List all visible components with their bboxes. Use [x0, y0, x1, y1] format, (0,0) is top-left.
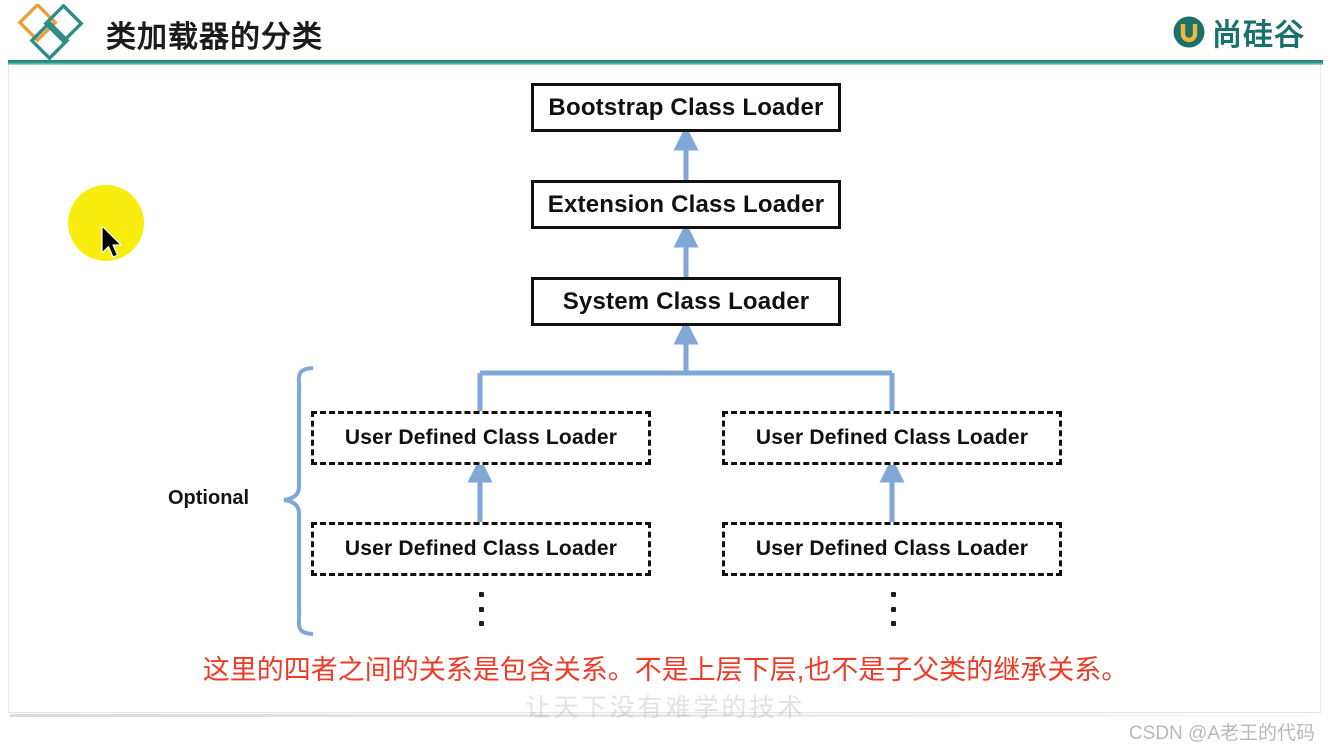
brand-name: 尚硅谷	[1212, 19, 1305, 52]
mouse-pointer-icon	[101, 225, 122, 258]
node-user-defined-class-loader[interactable]: User Defined Class Loader	[722, 411, 1062, 465]
caption-text: 这里的四者之间的关系是包含关系。不是上层下层,也不是子父类的继承关系。	[202, 655, 1129, 685]
slide-header: 类加载器的分类 尚硅谷	[0, 0, 1331, 65]
csdn-credit: CSDN @A老王的代码	[1128, 723, 1315, 744]
vertical-ellipsis-icon	[476, 592, 486, 626]
vertical-ellipsis-icon	[888, 592, 898, 626]
optional-bracket-label: Optional	[168, 487, 250, 509]
watermark-text: 让天下没有难学的技术	[525, 694, 806, 722]
node-user-defined-class-loader[interactable]: User Defined Class Loader	[311, 522, 651, 576]
node-extension-class-loader[interactable]: Extension Class Loader	[531, 180, 841, 229]
node-user-defined-class-loader[interactable]: User Defined Class Loader	[722, 522, 1062, 576]
u-circle-logo-icon	[1173, 16, 1205, 48]
slide-bottom-divider	[10, 714, 1310, 717]
page-title: 类加载器的分类	[106, 21, 323, 54]
three-diamonds-icon	[17, 4, 84, 61]
slide-body	[8, 65, 1321, 713]
header-divider	[8, 60, 1323, 65]
node-bootstrap-class-loader[interactable]: Bootstrap Class Loader	[531, 83, 841, 132]
node-user-defined-class-loader[interactable]: User Defined Class Loader	[311, 411, 651, 465]
brand-logo: 尚硅谷	[1172, 10, 1305, 54]
node-system-class-loader[interactable]: System Class Loader	[531, 277, 841, 326]
